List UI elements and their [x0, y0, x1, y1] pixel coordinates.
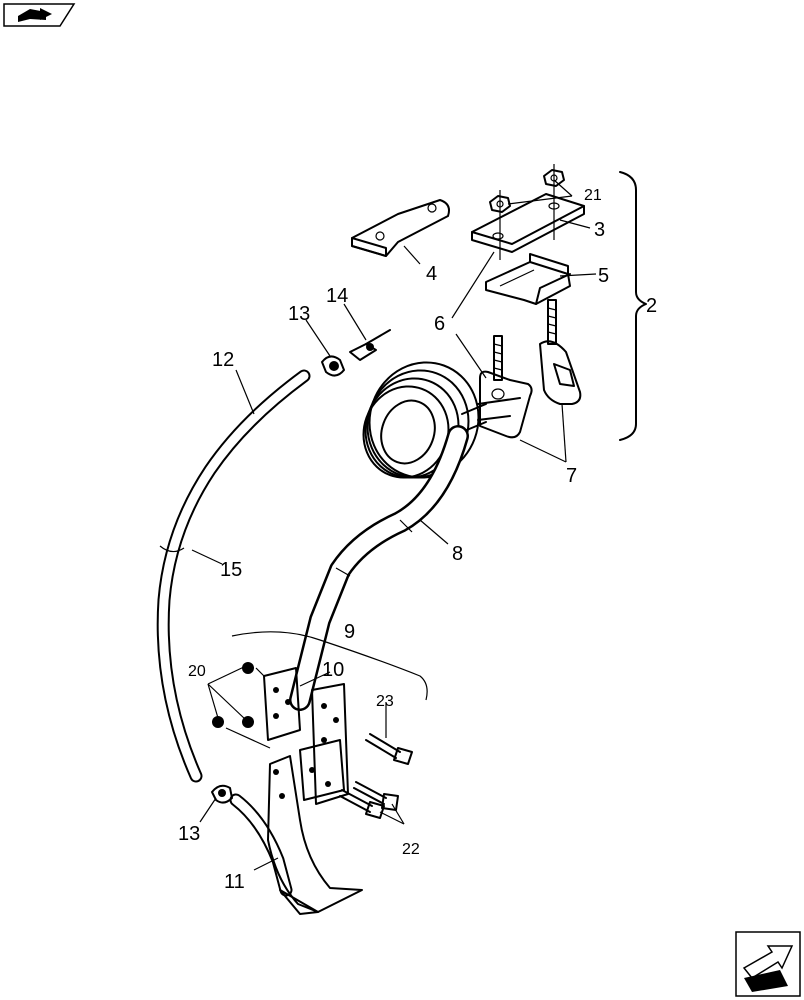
callout-9: 9 — [344, 621, 355, 643]
nut-part-21 — [489, 164, 565, 260]
bolt-part-23 — [365, 733, 413, 765]
assembly-9-outline — [231, 631, 428, 701]
eyebolt-part-7 — [539, 299, 582, 405]
spring-shank-part-8 — [289, 361, 521, 711]
plate-part-4 — [351, 199, 450, 257]
fitting-part-14 — [349, 329, 391, 361]
callout-21: 21 — [584, 187, 602, 204]
callout-11: 11 — [224, 871, 245, 893]
callout-22: 22 — [402, 841, 420, 858]
callout-15: 15 — [220, 559, 242, 581]
callout-5: 5 — [598, 265, 609, 287]
sweep-part-11 — [267, 755, 363, 915]
nut-part-20 — [207, 662, 271, 749]
callout-7: 7 — [566, 465, 577, 487]
callout-23: 23 — [376, 693, 394, 710]
callout-2: 2 — [646, 295, 657, 317]
fitting-part-13-bottom — [211, 784, 233, 804]
callout-12: 12 — [212, 349, 234, 371]
callout-20: 20 — [188, 663, 206, 680]
callout-10: 10 — [322, 659, 344, 681]
callout-labels: 2 3 4 5 6 7 8 9 10 11 12 13 13 14 15 20 … — [178, 187, 657, 893]
callout-13-top: 13 — [288, 303, 310, 325]
callout-8: 8 — [452, 543, 463, 565]
bolt-part-6 — [461, 335, 533, 439]
leader-lines — [191, 179, 597, 871]
callout-14: 14 — [326, 285, 348, 307]
bracket-part-5 — [485, 253, 571, 305]
callout-13-bottom: 13 — [178, 823, 200, 845]
book-arrow-icon[interactable] — [3, 3, 76, 27]
callout-4: 4 — [426, 263, 437, 285]
hose-part-12 — [156, 369, 311, 897]
callout-6: 6 — [434, 313, 445, 335]
plate-part-3 — [471, 193, 585, 253]
fitting-part-13-top — [321, 355, 345, 377]
callout-3: 3 — [594, 219, 605, 241]
next-page-arrow-icon[interactable] — [735, 931, 801, 997]
assembly-bracket — [619, 171, 647, 441]
